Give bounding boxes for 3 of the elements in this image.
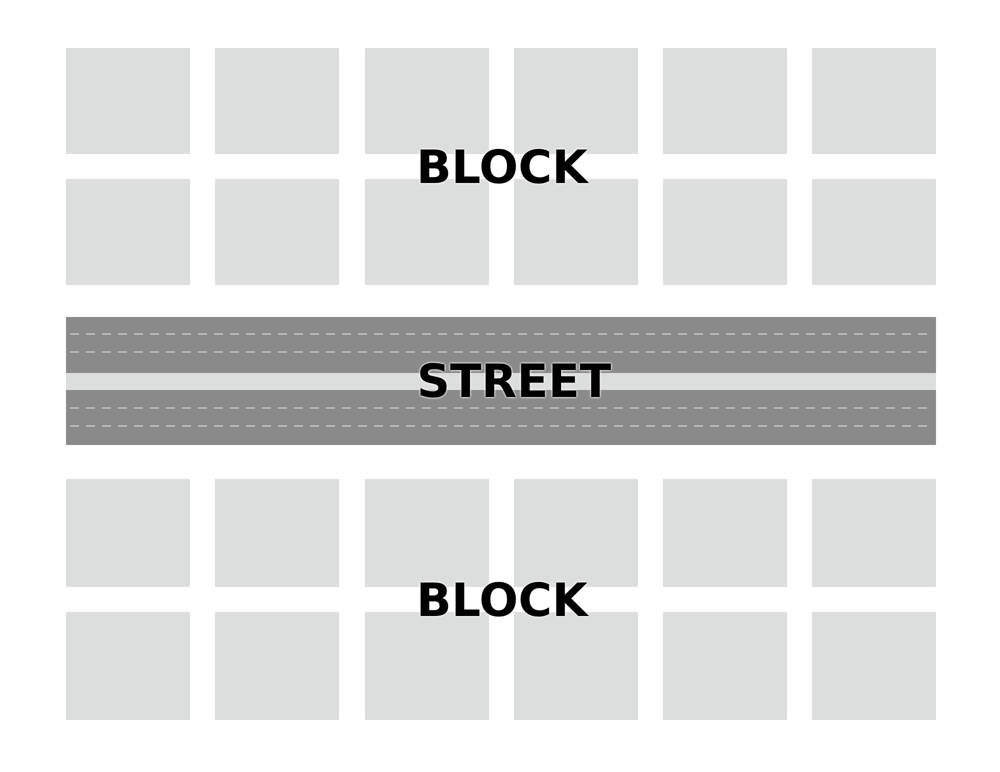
- block-label: BLOCK: [416, 577, 588, 623]
- block-label: BLOCK: [416, 144, 588, 190]
- street-label: STREET: [416, 358, 612, 404]
